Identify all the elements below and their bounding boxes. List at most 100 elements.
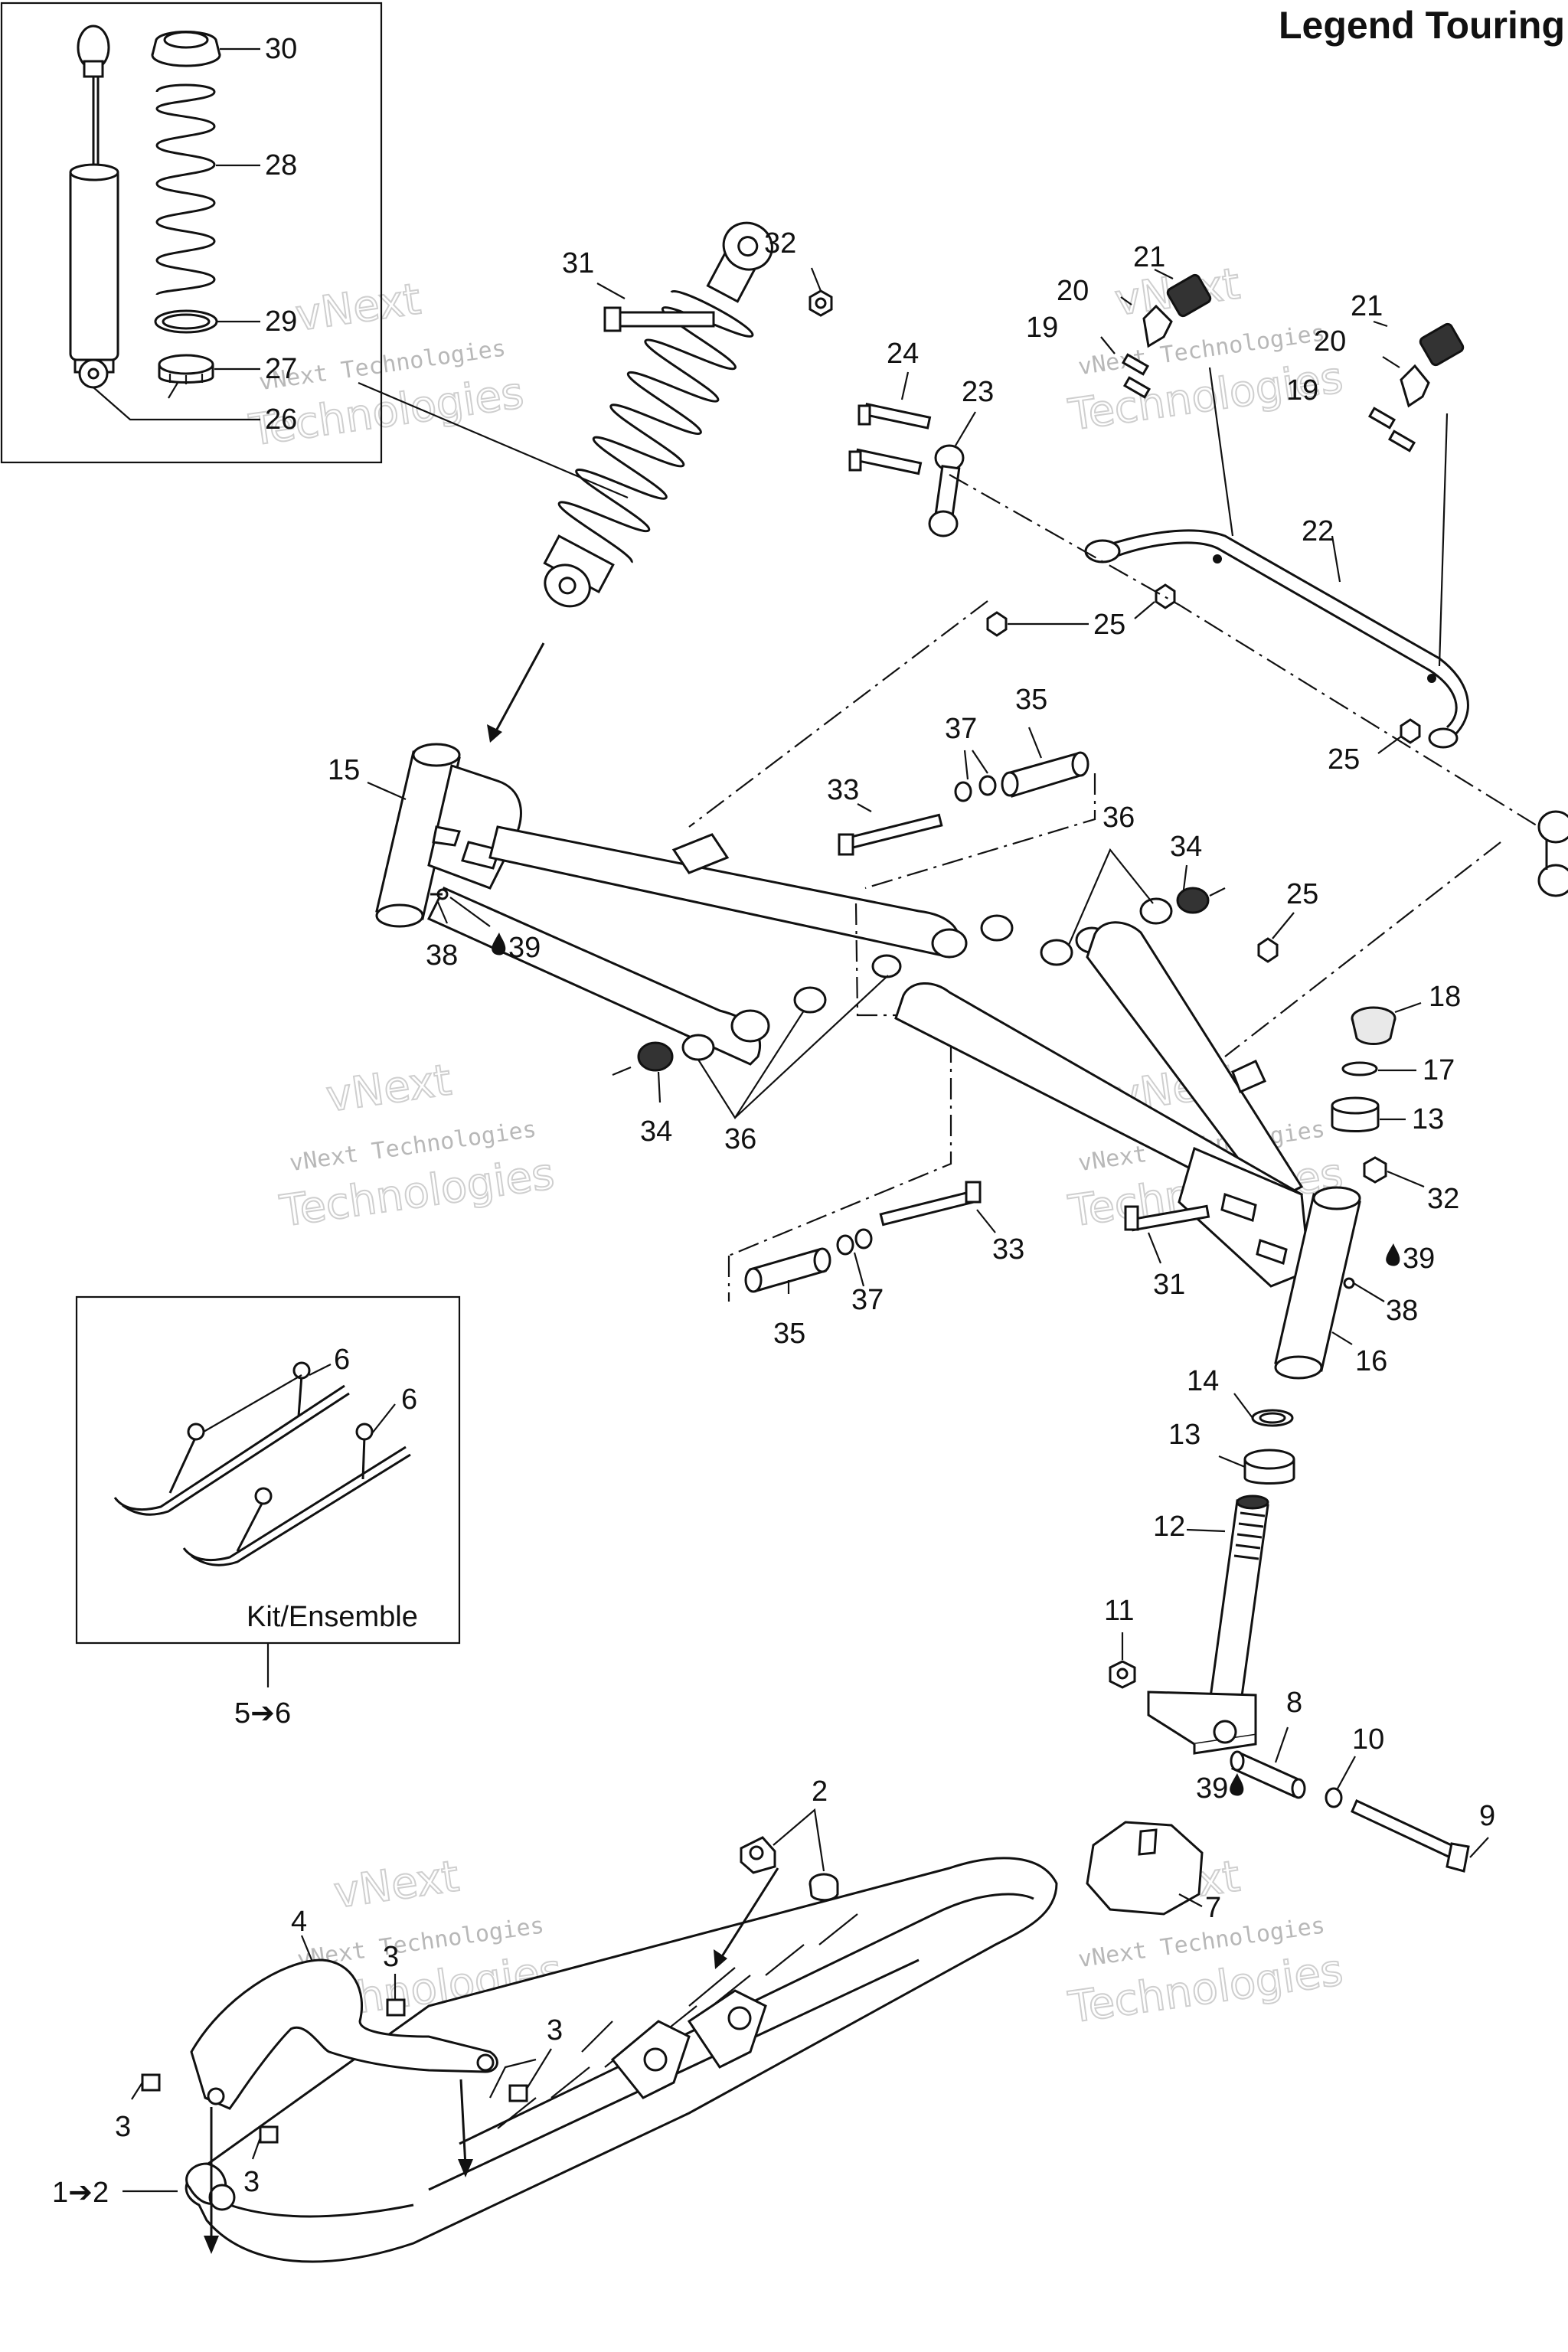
callout-38: 38 <box>1386 1295 1418 1327</box>
callout-35: 35 <box>773 1318 805 1350</box>
callout-3: 3 <box>383 1941 399 1973</box>
kit-label: Kit/Ensemble <box>247 1601 418 1633</box>
shock-assembly: 31 32 <box>358 221 833 743</box>
callout-3: 3 <box>547 2014 563 2047</box>
callout-6: 6 <box>401 1383 417 1416</box>
callout-30: 30 <box>265 33 297 65</box>
callout-34: 34 <box>1170 831 1202 863</box>
callout-16: 16 <box>1355 1345 1387 1377</box>
callout-5-to-6: 5➔6 <box>234 1697 291 1730</box>
callout-4: 4 <box>291 1906 307 1938</box>
callout-25: 25 <box>1328 743 1360 776</box>
callout-36: 36 <box>1102 802 1135 834</box>
callout-32: 32 <box>764 227 796 260</box>
screw-3: 3 <box>383 1941 406 2017</box>
sway-bar-assembly: 24 23 21 20 19 21 20 19 22 25 25 <box>688 241 1568 1057</box>
callout-28: 28 <box>265 149 297 181</box>
sway-bar-bushing-1 <box>1121 273 1212 399</box>
spring-adjuster <box>158 354 214 384</box>
callout-3: 3 <box>115 2111 131 2143</box>
callout-8: 8 <box>1286 1687 1302 1719</box>
screw-3: 3 <box>243 2125 279 2198</box>
screw-3: 3 <box>115 2073 161 2143</box>
nut-25 <box>986 611 1008 637</box>
ski-assembly: 1➔2 2 7 4 3 3 <box>52 1775 1221 2263</box>
ski-spindle: 14 13 12 11 8 39 10 9 <box>1104 1365 1495 1873</box>
callout-11: 11 <box>1104 1595 1134 1627</box>
callout-15: 15 <box>328 754 360 786</box>
watermark-text: vNext <box>323 1055 454 1122</box>
watermark-text: vNext <box>292 274 423 341</box>
grease-drop-icon <box>1230 1773 1244 1796</box>
callout-22: 22 <box>1302 515 1334 547</box>
callout-9: 9 <box>1479 1800 1495 1832</box>
left-a-arm: 15 38 39 34 36 <box>328 743 1096 1257</box>
callout-34: 34 <box>640 1116 672 1148</box>
callout-26: 26 <box>265 403 297 436</box>
upper-pivot-hardware: 33 37 35 <box>827 684 1089 856</box>
callout-7: 7 <box>1205 1892 1221 1924</box>
inset-frame <box>75 1295 461 1645</box>
callout-39: 39 <box>1196 1772 1228 1805</box>
spring-ring <box>154 309 218 334</box>
spring-seat-top <box>151 31 221 67</box>
callout-25: 25 <box>1093 609 1125 641</box>
coil-spring <box>155 83 216 296</box>
lower-pivot-hardware: 35 37 33 <box>727 1181 1024 1350</box>
watermark-text: vNext <box>331 1851 462 1918</box>
callout-19: 19 <box>1026 312 1058 344</box>
callout-33: 33 <box>992 1233 1024 1266</box>
sway-link <box>928 444 965 537</box>
callout-37: 37 <box>851 1284 884 1316</box>
shock-bolt <box>603 306 715 332</box>
callout-27: 27 <box>265 353 297 385</box>
callout-29: 29 <box>265 305 297 338</box>
link-bolts <box>848 403 932 475</box>
callout-37: 37 <box>945 713 977 745</box>
callout-13: 13 <box>1168 1419 1200 1451</box>
callout-3: 3 <box>243 2166 260 2198</box>
inset-frame <box>0 2 383 464</box>
grease-drop-icon <box>492 933 506 956</box>
callout-19: 19 <box>1286 374 1318 407</box>
callout-32: 32 <box>1427 1183 1459 1215</box>
callout-31: 31 <box>562 247 594 279</box>
nut-25 <box>1155 583 1176 609</box>
callout-33: 33 <box>827 774 859 806</box>
callout-12: 12 <box>1153 1511 1185 1543</box>
watermark-3: vNext vNext Technologies Technologies <box>276 1054 558 1237</box>
sway-bar-bushing-2 <box>1367 322 1465 452</box>
shock-inset: 30 28 29 27 26 <box>0 2 383 464</box>
callout-39: 39 <box>1403 1243 1435 1275</box>
callout-2: 2 <box>812 1775 828 1808</box>
callout-21: 21 <box>1351 290 1383 322</box>
callout-31: 31 <box>1153 1269 1185 1301</box>
runner-kit-inset: 6 6 Kit/Ensemble 5➔6 <box>75 1295 461 1730</box>
grease-drop-icon <box>1386 1243 1400 1266</box>
callout-20: 20 <box>1314 325 1346 358</box>
nut-25 <box>1400 718 1421 744</box>
nut-32 <box>1363 1156 1387 1184</box>
callout-18: 18 <box>1429 981 1461 1013</box>
callout-36: 36 <box>724 1123 756 1155</box>
callout-1-to-2: 1➔2 <box>52 2177 109 2209</box>
screw-3: 3 <box>508 2014 563 2102</box>
upper-steering-hardware: 18 17 13 25 <box>1257 878 1461 1135</box>
callout-35: 35 <box>1015 684 1047 716</box>
callout-39: 39 <box>508 932 541 964</box>
shock-absorber <box>69 24 119 389</box>
nut-25 <box>1257 937 1279 963</box>
callout-38: 38 <box>426 939 458 972</box>
callout-14: 14 <box>1187 1365 1219 1397</box>
callout-25: 25 <box>1286 878 1318 910</box>
callout-10: 10 <box>1352 1723 1384 1756</box>
diagram-title: Legend Touring <box>1278 4 1565 47</box>
callout-20: 20 <box>1057 275 1089 307</box>
callout-24: 24 <box>887 338 919 370</box>
callout-17: 17 <box>1423 1054 1455 1086</box>
right-a-arm: 34 36 31 32 39 38 16 <box>894 802 1459 1380</box>
callout-13: 13 <box>1412 1103 1444 1135</box>
callout-23: 23 <box>962 376 994 408</box>
callout-6: 6 <box>334 1344 350 1376</box>
